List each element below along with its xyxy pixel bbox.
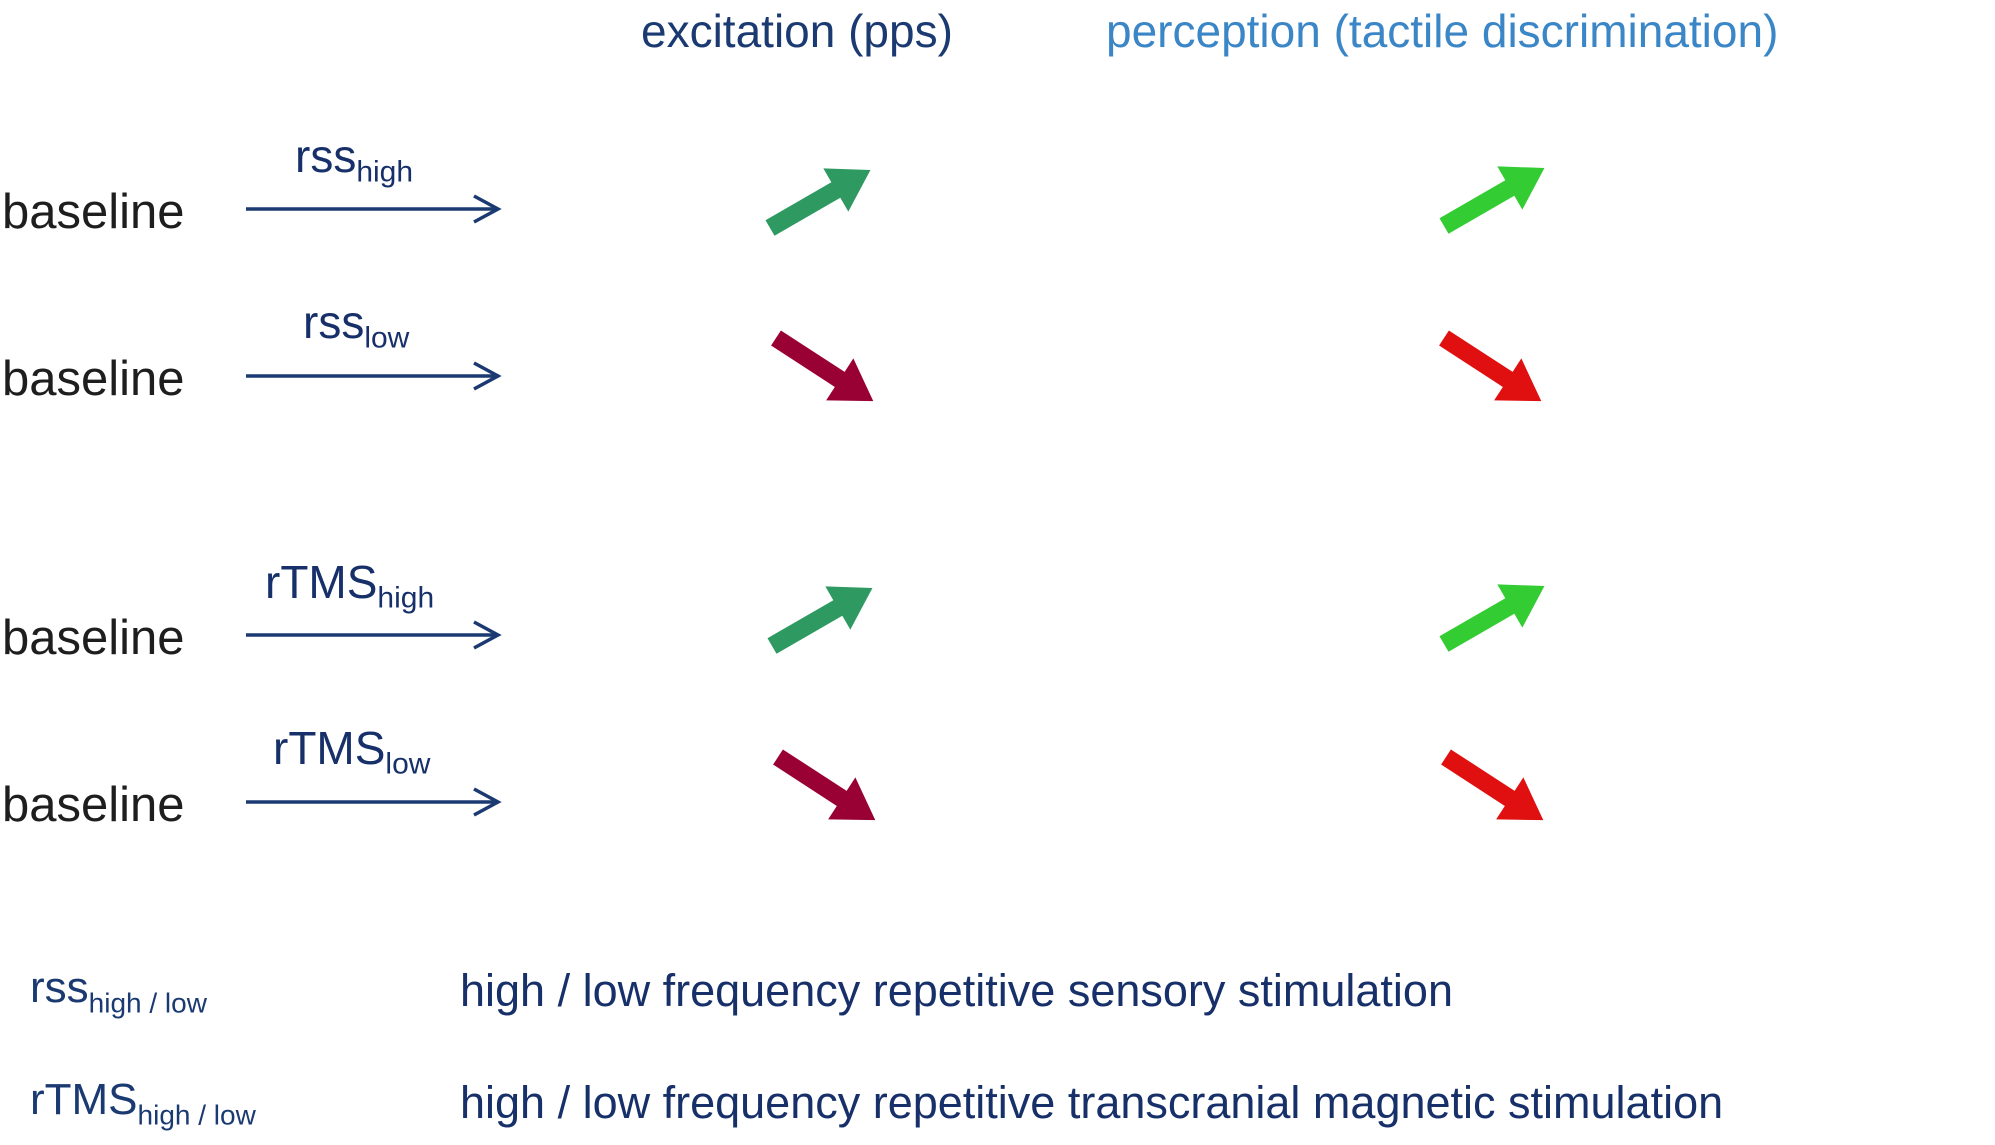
- arrow-down-right-icon: [762, 317, 887, 423]
- row-2-baseline-label: baseline: [2, 352, 185, 406]
- row-1-stimulation-label: rsshigh: [295, 130, 414, 189]
- arrow-up-right-icon: [1431, 146, 1557, 248]
- row-4-stimulation-label: rTMSlow: [273, 722, 431, 781]
- arrow-up-right-icon: [757, 148, 883, 250]
- arrow-down-right-icon: [764, 736, 889, 842]
- row-2-stimulation-label: rsslow: [303, 296, 410, 355]
- legend-rtms-abbreviation: rTMShigh / low: [30, 1075, 256, 1131]
- legend-rtms-description: high / low frequency repetitive transcra…: [460, 1077, 1724, 1128]
- row-3-baseline-label: baseline: [2, 611, 185, 665]
- arrow-up-right-icon: [1431, 564, 1557, 666]
- perception-header: perception (tactile discrimination): [1106, 5, 1779, 57]
- legend-rss-description: high / low frequency repetitive sensory …: [460, 965, 1453, 1016]
- row-3-stimulation-label: rTMShigh: [265, 556, 435, 615]
- arrow-up-right-icon: [759, 566, 885, 668]
- arrow-down-right-icon: [1430, 317, 1555, 423]
- arrow-down-right-icon: [1432, 736, 1557, 842]
- legend-rss-abbreviation: rsshigh / low: [30, 963, 207, 1019]
- row-4-baseline-label: baseline: [2, 778, 185, 832]
- row-1-baseline-label: baseline: [2, 185, 185, 239]
- excitation-header: excitation (pps): [641, 5, 953, 57]
